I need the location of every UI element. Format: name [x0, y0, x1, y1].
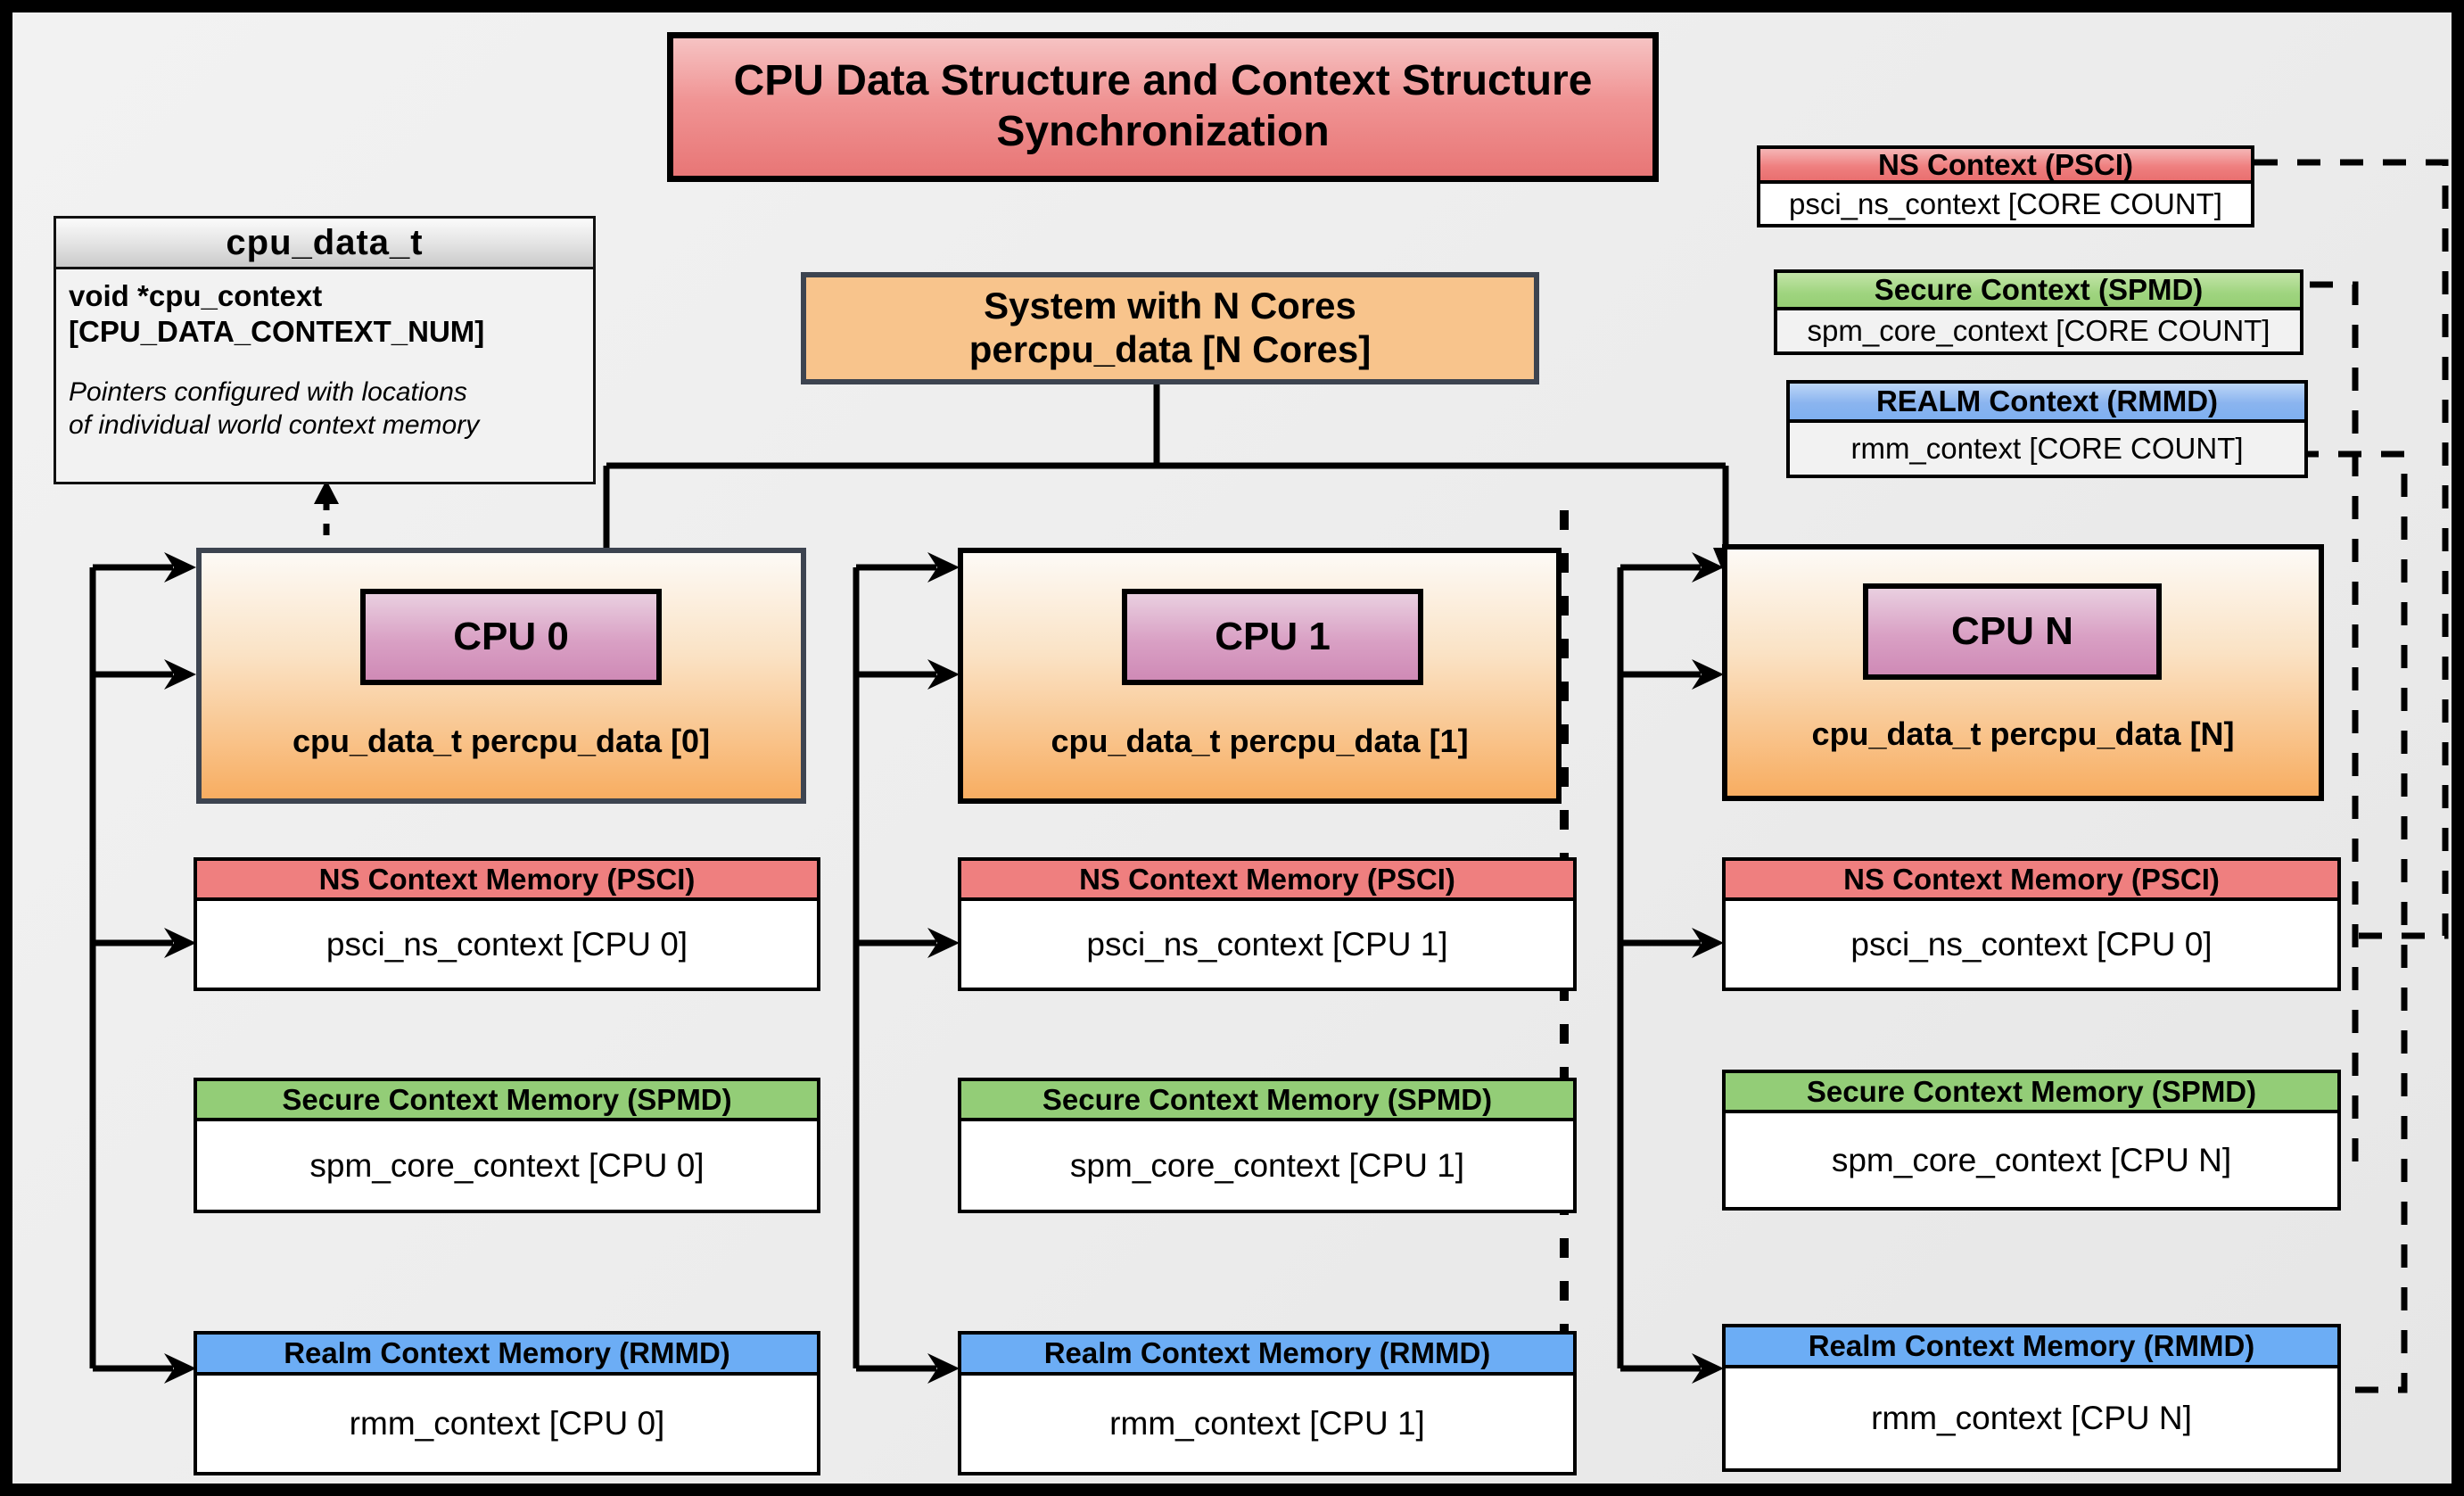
cpu0-context-secure-body: spm_core_context [CPU 0]: [197, 1121, 817, 1210]
cpu-data-t-struct: cpu_data_t void *cpu_context [CPU_DATA_C…: [54, 216, 596, 484]
global-context-ns-header: NS Context (PSCI): [1760, 148, 2251, 184]
cpu-chip-1-label: CPU 1: [1215, 615, 1331, 658]
cpu-box-0: CPU 0 cpu_data_t percpu_data [0]: [196, 548, 806, 804]
cpu-box-1: CPU 1 cpu_data_t percpu_data [1]: [958, 548, 1562, 804]
cpu1-pointer-arrowheads: [927, 552, 960, 1384]
system-line1: System with N Cores: [984, 285, 1356, 327]
global-context-realm-body: rmm_context [CORE COUNT]: [1790, 423, 2304, 475]
cpu-chip-n-label: CPU N: [1951, 609, 2073, 653]
diagram-stage: CPU Data Structure and Context Structure…: [12, 12, 2452, 1484]
cpu1-context-secure-body: spm_core_context [CPU 1]: [961, 1121, 1573, 1210]
cpu1-context-realm: Realm Context Memory (RMMD) rmm_context …: [958, 1331, 1577, 1475]
cpun-context-secure-body: spm_core_context [CPU N]: [1726, 1113, 2337, 1207]
page-title-line2: Synchronization: [996, 108, 1330, 155]
cpu1-context-realm-body: rmm_context [CPU 1]: [961, 1376, 1573, 1472]
cpun-context-realm-body: rmm_context [CPU N]: [1726, 1368, 2337, 1468]
cpun-pointer-bus: [1617, 564, 1701, 1372]
cpun-context-ns-body: psci_ns_context [CPU 0]: [1726, 901, 2337, 988]
cpu0-context-realm: Realm Context Memory (RMMD) rmm_context …: [194, 1331, 820, 1475]
global-context-realm-header: REALM Context (RMMD): [1790, 384, 2304, 423]
cpu0-context-secure-header: Secure Context Memory (SPMD): [197, 1081, 817, 1121]
cpu-data-t-note-line1: Pointers configured with locations: [69, 376, 467, 407]
cpu1-context-ns-body: psci_ns_context [CPU 1]: [961, 901, 1573, 988]
cpu1-context-realm-header: Realm Context Memory (RMMD): [961, 1335, 1573, 1376]
cpu-caption-1: cpu_data_t percpu_data [1]: [1051, 723, 1469, 759]
global-context-ns: NS Context (PSCI) psci_ns_context [CORE …: [1757, 145, 2254, 227]
cpun-context-secure: Secure Context Memory (SPMD) spm_core_co…: [1722, 1070, 2341, 1211]
global-context-secure-header: Secure Context (SPMD): [1777, 273, 2300, 310]
cpun-context-ns: NS Context Memory (PSCI) psci_ns_context…: [1722, 857, 2341, 991]
cpu-data-t-field-index: [CPU_DATA_CONTEXT_NUM]: [69, 315, 485, 349]
cpu0-context-ns: NS Context Memory (PSCI) psci_ns_context…: [194, 857, 820, 991]
cpu0-pointer-bus: [89, 564, 173, 1372]
global-context-secure-body: spm_core_context [CORE COUNT]: [1777, 310, 2300, 351]
system-line2: percpu_data [N Cores]: [968, 328, 1372, 370]
global-context-ns-body: psci_ns_context [CORE COUNT]: [1760, 184, 2251, 224]
cpu0-context-secure: Secure Context Memory (SPMD) spm_core_co…: [194, 1078, 820, 1213]
global-context-secure: Secure Context (SPMD) spm_core_context […: [1774, 269, 2303, 355]
cpu0-context-ns-body: psci_ns_context [CPU 0]: [197, 901, 817, 988]
cpu-data-t-type-name: cpu_data_t: [56, 219, 593, 269]
cpu1-context-ns: NS Context Memory (PSCI) psci_ns_context…: [958, 857, 1577, 991]
cpu-chip-1: CPU 1: [1122, 589, 1423, 685]
cpun-context-realm-header: Realm Context Memory (RMMD): [1726, 1327, 2337, 1368]
cpu-chip-0-label: CPU 0: [453, 615, 569, 658]
cpu1-context-secure-header: Secure Context Memory (SPMD): [961, 1081, 1573, 1121]
cpu-caption-n: cpu_data_t percpu_data [N]: [1811, 715, 2235, 752]
cpu-chip-n: CPU N: [1863, 583, 2162, 680]
cpu1-pointer-bus: [853, 564, 936, 1372]
tree-connector: [603, 384, 1729, 551]
cpun-context-realm: Realm Context Memory (RMMD) rmm_context …: [1722, 1324, 2341, 1472]
cpu-data-t-body: void *cpu_context [CPU_DATA_CONTEXT_NUM]…: [56, 269, 593, 442]
cpu-data-t-field: void *cpu_context: [69, 279, 323, 312]
cpu0-context-realm-header: Realm Context Memory (RMMD): [197, 1335, 817, 1376]
cpun-pointer-arrowheads: [1692, 552, 1724, 1384]
cpu1-context-secure: Secure Context Memory (SPMD) spm_core_co…: [958, 1078, 1577, 1213]
cpu0-context-ns-header: NS Context Memory (PSCI): [197, 861, 817, 901]
cpu0-context-realm-body: rmm_context [CPU 0]: [197, 1376, 817, 1472]
system-overview-box: System with N Cores percpu_data [N Cores…: [801, 272, 1539, 384]
global-context-realm: REALM Context (RMMD) rmm_context [CORE C…: [1786, 380, 2308, 478]
cpu-caption-0: cpu_data_t percpu_data [0]: [292, 723, 711, 759]
cpu0-pointer-arrowheads: [164, 552, 196, 1384]
cpu-box-n: CPU N cpu_data_t percpu_data [N]: [1722, 544, 2324, 801]
page-title-line1: CPU Data Structure and Context Structure: [733, 57, 1593, 105]
cpu-data-t-note-line2: of individual world context memory: [69, 410, 480, 440]
cpun-context-secure-header: Secure Context Memory (SPMD): [1726, 1073, 2337, 1113]
cpun-context-ns-header: NS Context Memory (PSCI): [1726, 861, 2337, 901]
cpu1-context-ns-header: NS Context Memory (PSCI): [961, 861, 1573, 901]
page-title: CPU Data Structure and Context Structure…: [667, 32, 1659, 182]
cpu-chip-0: CPU 0: [360, 589, 662, 685]
